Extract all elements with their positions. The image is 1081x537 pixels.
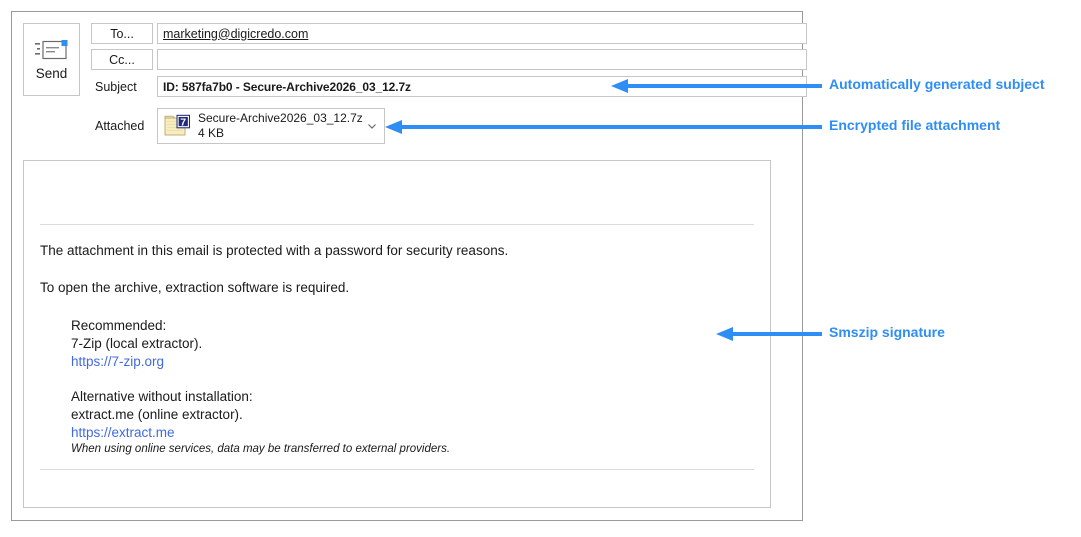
body-block-recommended: Recommended: 7-Zip (local extractor). ht… bbox=[71, 317, 202, 371]
body-block-alternative: Alternative without installation: extrac… bbox=[71, 388, 450, 457]
alternative-link[interactable]: https://extract.me bbox=[71, 424, 175, 440]
subject-label: Subject bbox=[95, 79, 137, 94]
recommended-link[interactable]: https://7-zip.org bbox=[71, 353, 165, 369]
to-input[interactable]: marketing@digicredo.com bbox=[157, 23, 807, 44]
subject-input[interactable]: ID: 587fa7b0 - Secure-Archive2026_03_12.… bbox=[157, 76, 807, 97]
email-body-editor[interactable]: The attachment in this email is protecte… bbox=[23, 160, 771, 508]
attached-label: Attached bbox=[95, 119, 145, 133]
alternative-heading: Alternative without installation: bbox=[71, 389, 253, 404]
to-recipient-token: marketing@digicredo.com bbox=[163, 26, 309, 41]
body-paragraph-open-instruction: To open the archive, extraction software… bbox=[40, 280, 350, 295]
cc-picker-button[interactable]: Cc... bbox=[91, 49, 153, 70]
to-picker-button[interactable]: To... bbox=[91, 23, 153, 44]
send-button-label: Send bbox=[35, 66, 68, 82]
svg-text:7: 7 bbox=[180, 116, 186, 128]
attachment-chip[interactable]: 7 Secure-Archive2026_03_12.7z 4 KB bbox=[157, 108, 385, 144]
attachment-meta: Secure-Archive2026_03_12.7z 4 KB bbox=[198, 111, 363, 141]
chevron-down-icon[interactable] bbox=[367, 121, 377, 131]
body-divider-bottom bbox=[40, 469, 754, 470]
attachment-file-name: Secure-Archive2026_03_12.7z bbox=[198, 111, 363, 125]
compose-header: Send To... marketing@digicredo.com Cc...… bbox=[12, 12, 807, 152]
annotation-label-subject: Automatically generated subject bbox=[829, 76, 1045, 92]
alternative-note: When using online services, data may be … bbox=[71, 442, 451, 455]
body-paragraph-intro: The attachment in this email is protecte… bbox=[40, 243, 509, 258]
7zip-archive-icon: 7 bbox=[164, 114, 190, 135]
attachment-file-size: 4 KB bbox=[198, 126, 225, 140]
email-compose-window: Send To... marketing@digicredo.com Cc...… bbox=[11, 11, 807, 521]
cc-input[interactable] bbox=[157, 49, 807, 70]
recommended-tool: 7-Zip (local extractor). bbox=[71, 335, 203, 351]
send-envelope-icon bbox=[34, 40, 67, 60]
recommended-heading: Recommended: bbox=[71, 318, 167, 333]
alternative-tool: extract.me (online extractor). bbox=[71, 406, 243, 422]
subject-value: ID: 587fa7b0 - Secure-Archive2026_03_12.… bbox=[163, 79, 411, 94]
annotation-label-signature: Smszip signature bbox=[829, 324, 945, 340]
send-button[interactable]: Send bbox=[23, 23, 80, 96]
body-divider-top bbox=[40, 224, 754, 225]
annotation-label-attachment: Encrypted file attachment bbox=[829, 117, 1001, 133]
